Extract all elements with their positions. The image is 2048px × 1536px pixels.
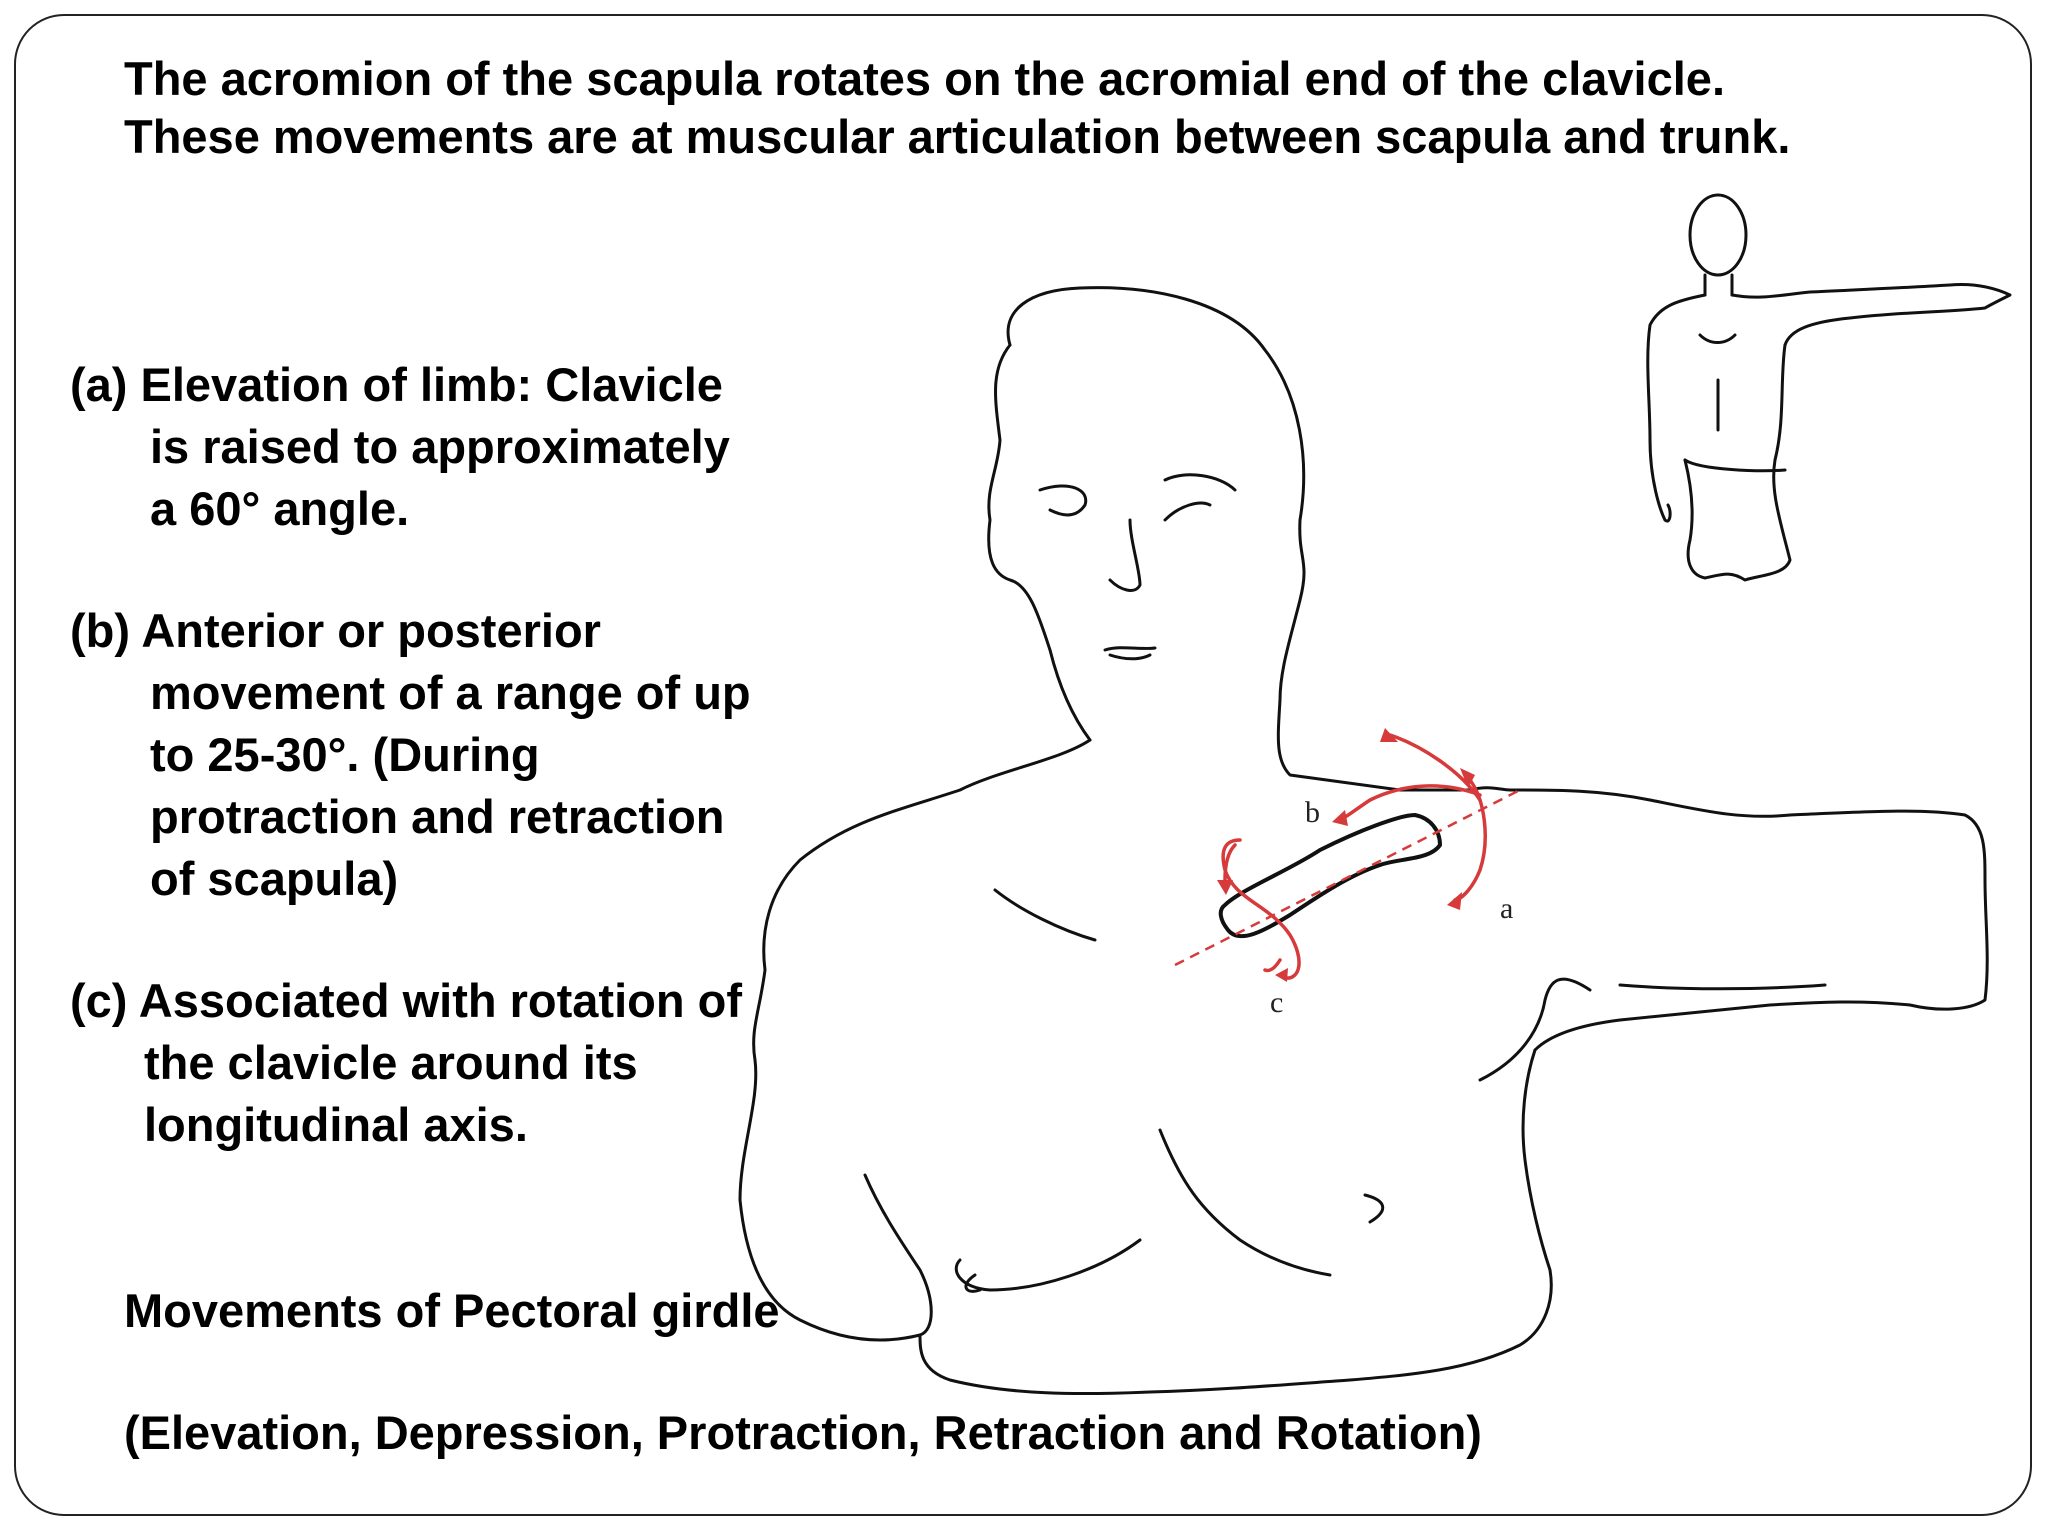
item-a-marker: (a): [70, 358, 128, 411]
clavicle-bone: [1218, 813, 1442, 939]
item-b-line-2: movement of a range of up: [150, 666, 751, 719]
item-b-marker: (b): [70, 604, 131, 657]
item-b: (b) Anterior or posterior movement of a …: [70, 600, 751, 910]
item-c-marker: (c): [70, 974, 128, 1027]
item-c-line-2: the clavicle around its: [144, 1036, 638, 1089]
arrow-c-rotation: [1217, 838, 1301, 982]
item-a-line-2: is raised to approximately: [150, 420, 730, 473]
item-b-line-1: Anterior or posterior: [141, 604, 601, 657]
longitudinal-axis: [1174, 788, 1521, 967]
item-a-line-3: a 60° angle.: [150, 482, 410, 535]
item-b-line-5: of scapula): [150, 852, 399, 905]
arrow-b-anterior-posterior: [1332, 728, 1482, 826]
label-c: c: [1270, 986, 1283, 1019]
torso-figure: [738, 286, 1989, 1396]
label-a: a: [1500, 892, 1513, 925]
slide-frame: [14, 14, 2032, 1516]
item-c: (c) Associated with rotation of the clav…: [70, 970, 742, 1156]
caption-subtitle: (Elevation, Depression, Protraction, Ret…: [124, 1406, 1482, 1459]
slide-title-line-2: These movements are at muscular articula…: [124, 110, 1791, 163]
item-c-line-1: Associated with rotation of: [138, 974, 742, 1027]
nose: [1108, 518, 1142, 592]
eye-right: [1163, 473, 1237, 492]
item-a-line-1: Elevation of limb: Clavicle: [140, 358, 723, 411]
label-b: b: [1305, 796, 1320, 829]
item-a: (a) Elevation of limb: Clavicle is raise…: [70, 354, 730, 540]
head-outline: [1006, 286, 1512, 792]
caption-title: Movements of Pectoral girdle: [124, 1284, 780, 1337]
item-c-line-3: longitudinal axis.: [144, 1098, 528, 1151]
inset-figure-raised-arm: [1646, 193, 2012, 582]
item-b-line-4: protraction and retraction: [150, 790, 725, 843]
mouth: [1103, 646, 1157, 652]
eye-left: [1038, 484, 1088, 517]
slide-title-line-1: The acromion of the scapula rotates on t…: [124, 52, 1726, 105]
item-b-line-3: to 25-30°. (During: [150, 728, 540, 781]
